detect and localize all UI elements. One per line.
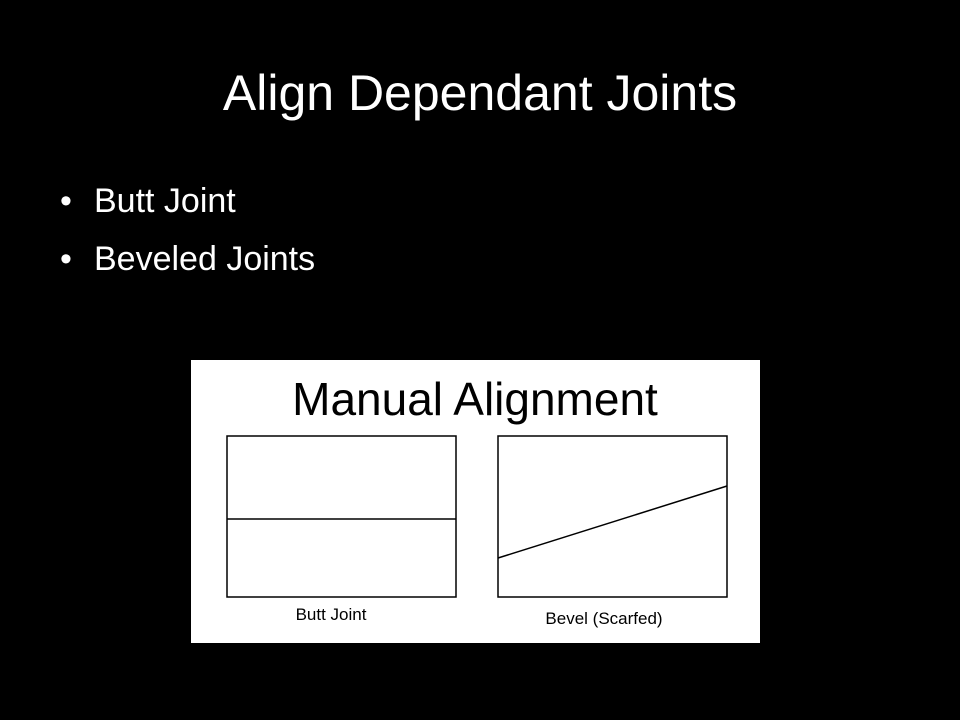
- butt-joint-caption: Butt Joint: [296, 605, 367, 624]
- bullet-list: • Butt Joint • Beveled Joints: [60, 172, 315, 288]
- butt-joint-outline: [226, 435, 457, 598]
- bullet-text: Beveled Joints: [94, 240, 316, 278]
- bullet-text: Butt Joint: [94, 182, 236, 220]
- manual-alignment-figure: Manual Alignment Butt Joint Bevel (Scarf…: [191, 360, 760, 643]
- bullet-marker: •: [60, 182, 72, 220]
- figure-diagram: Manual Alignment Butt Joint Bevel (Scarf…: [226, 373, 728, 628]
- bevel-joint-seam: [497, 485, 728, 559]
- bevel-joint-caption: Bevel (Scarfed): [545, 609, 662, 628]
- bullet-marker: •: [60, 240, 72, 278]
- bevel-joint-outline: [497, 435, 728, 598]
- bullet-item-beveled-joints: • Beveled Joints: [60, 230, 315, 288]
- figure-title: Manual Alignment: [292, 373, 658, 425]
- slide-title: Align Dependant Joints: [222, 65, 738, 121]
- butt-joint-panel: Butt Joint: [226, 435, 457, 624]
- bullet-item-butt-joint: • Butt Joint: [60, 172, 315, 230]
- bevel-joint-panel: Bevel (Scarfed): [497, 435, 728, 628]
